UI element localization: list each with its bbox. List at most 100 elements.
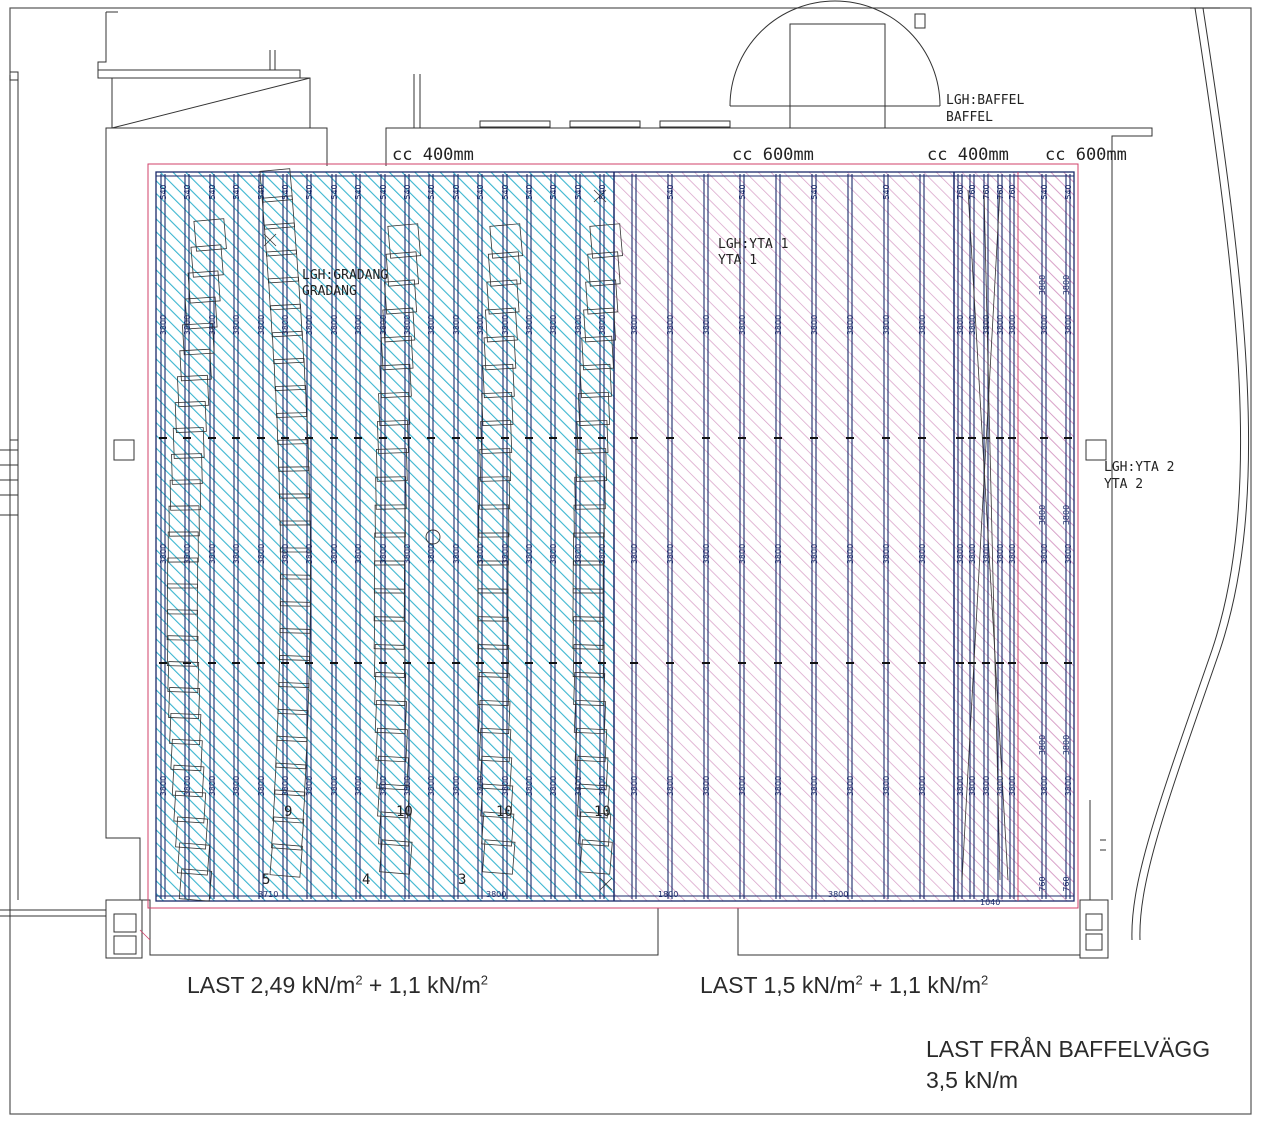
span-dimension: 3800 — [738, 315, 747, 335]
span-dimension: 3800 — [183, 315, 192, 335]
span-dimension: 3800 — [630, 776, 639, 796]
stair-tread — [279, 601, 311, 634]
stair-tread — [489, 223, 523, 259]
hatch-leader — [139, 929, 151, 941]
span-dimension: 3800 — [403, 544, 412, 564]
bottom-dimensions: 3710 3800 1800 3800 1040 — [258, 890, 1000, 907]
span-dimension: 3800 — [305, 776, 314, 796]
span-dimension: 3800 — [1040, 315, 1049, 335]
stair-tread — [479, 448, 512, 482]
stair-tread — [376, 448, 408, 482]
stair-tread — [379, 363, 412, 399]
stair-tread — [482, 839, 516, 875]
dim-bottom-pink-1: 1800 — [658, 890, 678, 899]
span-dimension: 3800 — [354, 544, 363, 564]
span-dimension: 3800 — [598, 776, 607, 796]
span-dimension: 3800 — [982, 544, 991, 564]
stair-tread — [574, 727, 608, 763]
zone-label-baffel-2: BAFFEL — [946, 110, 993, 125]
zone-yta-1-hatch — [614, 172, 1074, 901]
span-dimension: 3800 — [208, 544, 217, 564]
stair-diagonal — [983, 189, 1001, 881]
stair-tread — [572, 560, 604, 594]
span-dimension: 3800 — [956, 544, 965, 564]
step-number: 10 — [396, 804, 413, 820]
top-dimension: 540 — [452, 184, 461, 199]
cross-marker — [593, 189, 607, 203]
stair-tread — [478, 727, 512, 763]
span-dimension: 3800 — [281, 776, 290, 796]
zone-label-baffel-1: LGH:BAFFEL — [946, 93, 1024, 108]
span-dimension: 3800 — [1064, 776, 1073, 796]
stair-outlines — [166, 168, 1009, 902]
stair-tread — [193, 218, 227, 252]
load-right-prefix: LAST 1,5 kN/m — [700, 972, 856, 998]
span-dimension: 3800 — [1040, 544, 1049, 564]
stair-tread — [373, 588, 405, 622]
span-dimension: 3800 — [996, 776, 1005, 796]
stair-tread — [382, 307, 416, 343]
stair-tread — [374, 699, 407, 735]
span-dimension: 3800 — [702, 315, 711, 335]
stair-tread — [373, 644, 406, 678]
stair-tread — [477, 644, 510, 678]
dim-bottom-pink-2: 3800 — [828, 890, 848, 899]
stair-tread — [483, 335, 517, 371]
stair-tread — [486, 279, 520, 315]
stair-tread — [187, 270, 221, 304]
span-dimension: 3800 — [882, 776, 891, 796]
stair-tread — [575, 448, 607, 482]
cross-marker — [599, 877, 613, 891]
load-left-exponent-2: 2 — [480, 972, 489, 988]
span-dimension: 3800 — [846, 315, 855, 335]
stair-tread — [166, 635, 199, 667]
stair-tread — [275, 385, 307, 418]
stair-tread — [387, 223, 421, 259]
span-dimension: 3800 — [549, 544, 558, 564]
span-dimension: 3800 — [882, 315, 891, 335]
stair-tread — [269, 843, 303, 878]
span-dimension: 3800 — [630, 544, 639, 564]
stair-tread — [261, 195, 295, 230]
stair-tread — [167, 557, 199, 589]
step-number: 4 — [362, 872, 370, 888]
span-dimension: 3800 — [379, 776, 388, 796]
span-dimension: 3800 — [774, 776, 783, 796]
top-dimension: 540 — [354, 184, 363, 199]
spacing-label-blue: cc 400mm — [392, 145, 474, 165]
stair-tread — [271, 816, 305, 851]
span-dimension: 3800 — [630, 315, 639, 335]
spacing-labels: cc 400mm cc 600mm cc 400mm cc 600mm — [392, 145, 1127, 165]
load-right: LAST 1,5 kN/m2 + 1,1 kN/m2 — [700, 972, 988, 999]
top-dimension: 760 — [968, 184, 977, 199]
stair-tread — [576, 420, 609, 454]
span-dimension: 3800 — [1062, 505, 1071, 525]
span-dimension: 3800 — [1038, 735, 1047, 755]
top-dimension: 540 — [427, 184, 436, 199]
span-dimension: 3800 — [810, 315, 819, 335]
drawing-frame — [9, 7, 1252, 1115]
stair-tread — [478, 699, 511, 735]
building-outline — [0, 0, 1250, 959]
end-dimension: 760 — [1062, 876, 1071, 891]
stair-tread — [279, 493, 311, 526]
stair-tread — [190, 244, 224, 278]
span-dimension: 3800 — [1038, 505, 1047, 525]
top-dimension: 540 — [330, 184, 339, 199]
stair-tread — [179, 348, 212, 382]
span-dimension: 3800 — [598, 544, 607, 564]
span-dimension: 3800 — [379, 315, 388, 335]
stair-tread — [259, 168, 293, 203]
stair-tread — [480, 420, 513, 454]
span-dimension: 3800 — [968, 776, 977, 796]
span-dimension: 3800 — [525, 776, 534, 796]
stair-tread — [263, 222, 297, 257]
span-dimension: 3800 — [232, 776, 241, 796]
span-dimension: 3800 — [257, 315, 266, 335]
load-baffle-title: LAST FRÅN BAFFELVÄGG — [926, 1036, 1211, 1062]
stair-tread — [278, 628, 311, 661]
stair-tread — [384, 279, 418, 315]
stair-tread — [573, 699, 607, 735]
stair-tread — [573, 504, 605, 538]
